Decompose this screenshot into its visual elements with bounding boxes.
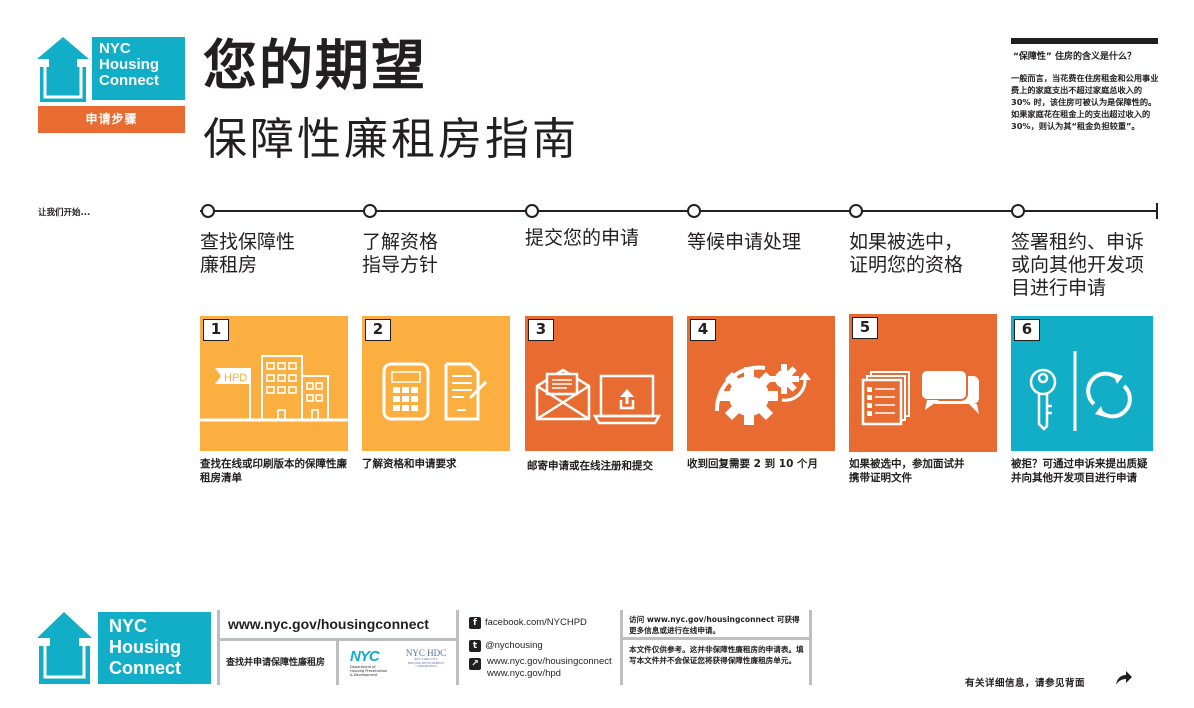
title-line: 如果被选中， — [849, 231, 964, 253]
footer-nyc-housing-connect-logo: NYC Housing Connect — [98, 612, 211, 684]
step-title-4: 等候申请处理 — [687, 231, 847, 254]
title-line: 提交您的申请 — [525, 227, 640, 249]
gears-icon — [714, 364, 811, 425]
logo-line: NEW YORK CITY — [414, 657, 438, 661]
page-title: 您的期望 — [203, 34, 427, 97]
step-number-badge: 6 — [1014, 319, 1040, 341]
twitter-icon: t — [469, 640, 481, 652]
title-line: 签署租约、申诉 — [1011, 231, 1145, 253]
find-apply-text: 查找并申请保障性廉租房 — [226, 658, 326, 668]
timeline-node — [525, 204, 539, 218]
step-description-5: 如果被选中，参加面试并携带证明文件 — [849, 458, 965, 484]
divider — [456, 610, 459, 685]
logo-line: Department of — [350, 665, 376, 669]
twitter-link[interactable]: @nychousing — [485, 640, 543, 651]
divider — [809, 610, 812, 685]
step-title-5: 如果被选中， 证明您的资格 — [849, 231, 1009, 277]
footer-house-logo-icon — [37, 612, 92, 684]
divider — [217, 610, 220, 685]
step-tile-1: HPD 1 — [200, 316, 348, 451]
facebook-link[interactable]: facebook.com/NYCHPD — [485, 617, 587, 628]
definition-answer: 一般而言，当花费在住房租金和公用事业费上的家庭支出不超过家庭总收入的 30% 时… — [1011, 73, 1159, 131]
timeline-node — [201, 204, 215, 218]
checklist-chat-icon — [861, 369, 979, 426]
house-logo-icon — [37, 37, 89, 102]
title-line: 或向其他开发项 — [1011, 254, 1145, 276]
timeline-node — [849, 204, 863, 218]
timeline-node — [1011, 204, 1025, 218]
step-description-2: 了解资格和申请要求 — [362, 458, 457, 470]
title-line: 目进行申请 — [1011, 277, 1107, 299]
logo-line: HOUSING DEVELOPMENT — [407, 660, 445, 665]
step-title-1: 查找保障性 廉租房 — [200, 231, 360, 277]
step-title-6: 签署租约、申诉 或向其他开发项 目进行申请 — [1011, 231, 1171, 300]
logo-line: Connect — [109, 658, 181, 678]
disclaimer: 本文件仅供参考。这并非保障性廉租房的申请表。填写本文件并不会保证您将获得保障性廉… — [629, 645, 804, 665]
start-label: 让我们开始... — [38, 208, 91, 218]
logo-line: Housing Preservation — [350, 669, 388, 673]
calculator-document-icon — [382, 362, 488, 421]
logo-line: & Development — [350, 673, 378, 677]
divider — [336, 638, 339, 685]
timeline-end — [1156, 203, 1158, 219]
step-description-1: 查找在线或印刷版本的保障性廉租房清单 — [200, 458, 347, 484]
turn-page-arrow-icon[interactable] — [1114, 670, 1132, 686]
housing-connect-link[interactable]: www.nyc.gov/housingconnect — [228, 616, 429, 632]
logo-line: Connect — [99, 72, 159, 89]
step-number-badge: 5 — [852, 317, 878, 339]
timeline-node — [363, 204, 377, 218]
title-line: 等候申请处理 — [687, 231, 802, 253]
step-tile-2: 2 — [362, 316, 510, 451]
logo-line: NYC — [99, 40, 131, 57]
definition-bar — [1011, 38, 1158, 44]
logo-line: Housing — [99, 56, 159, 73]
page-subtitle: 保障性廉租房指南 — [203, 114, 579, 165]
hdc-mark: NYC HDC — [405, 648, 447, 658]
nyc-hpd-logo: NYC Department of Housing Preservation &… — [350, 648, 390, 677]
step-number-badge: 2 — [365, 319, 391, 341]
svg-text:HPD: HPD — [224, 372, 247, 384]
see-back-text: 有关详细信息，请参见背面 — [965, 678, 1086, 689]
title-line: 廉租房 — [200, 254, 258, 276]
divider — [620, 610, 623, 685]
step-tile-5: 5 — [849, 314, 997, 452]
definition-question: “保障性” 住房的含义是什么？ — [1013, 52, 1136, 62]
timeline-line — [200, 210, 1158, 212]
step-description-4: 收到回复需要 2 到 10 个月 — [687, 458, 819, 470]
step-number-badge: 1 — [203, 319, 229, 341]
step-number-badge: 3 — [528, 319, 554, 341]
facebook-icon: f — [469, 617, 481, 629]
step-description-6: 被拒？可通过申诉来提出质疑并向其他开发项目进行申请 — [1011, 458, 1148, 484]
divider — [620, 637, 812, 640]
step-tile-3: 3 — [525, 316, 673, 451]
key-refresh-icon — [1029, 351, 1132, 431]
nyc-mark: NYC — [350, 648, 380, 665]
title-line: 证明您的资格 — [849, 254, 964, 276]
hpd-buildings-icon: HPD — [200, 355, 348, 422]
step-description-3: 邮寄申请或在线注册和提交 — [527, 460, 653, 472]
visit-note: 访问 www.nyc.gov/housingconnect 可获得更多信息或进行… — [629, 615, 800, 635]
step-number-badge: 4 — [690, 319, 716, 341]
nyc-housing-connect-logo: NYC Housing Connect — [92, 37, 185, 100]
logo-line: NYC — [109, 616, 148, 636]
web-link-hpd[interactable]: www.nyc.gov/hpd — [487, 668, 561, 679]
envelope-laptop-icon — [535, 368, 662, 425]
step-title-3: 提交您的申请 — [525, 227, 685, 250]
nyc-hdc-logo: NYC HDC NEW YORK CITY HOUSING DEVELOPMEN… — [400, 648, 452, 669]
web-link-housingconnect[interactable]: www.nyc.gov/housingconnect — [487, 656, 612, 667]
step-tile-6: 6 — [1011, 316, 1153, 451]
step-tile-4: 4 — [687, 316, 835, 451]
title-line: 指导方针 — [362, 254, 439, 276]
step-title-2: 了解资格 指导方针 — [362, 231, 522, 277]
steps-tag: 申请步骤 — [38, 106, 185, 133]
logo-line: Housing — [109, 637, 181, 657]
timeline-node — [687, 204, 701, 218]
logo-line: CORPORATION — [415, 664, 437, 668]
web-link-icon: ↗ — [469, 658, 481, 670]
title-line: 了解资格 — [362, 231, 439, 253]
title-line: 查找保障性 — [200, 231, 296, 253]
